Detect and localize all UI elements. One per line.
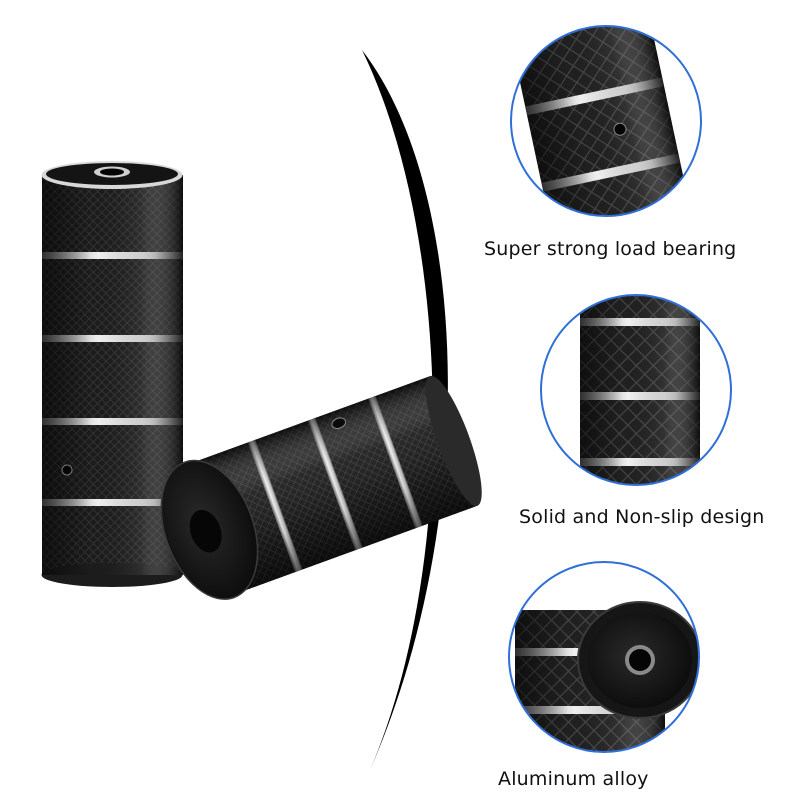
feature-label-aluminum: Aluminum alloy [498,768,649,790]
bearing-closeup-icon [510,25,702,217]
endcap-closeup-icon [508,561,700,753]
feature-label-load-bearing: Super strong load bearing [484,238,737,260]
decorative-arc [362,50,448,770]
knurl-closeup-icon [540,294,732,486]
feature-label-non-slip: Solid and Non-slip design [519,506,765,528]
lying-peg [160,375,482,600]
standing-peg [41,161,183,587]
